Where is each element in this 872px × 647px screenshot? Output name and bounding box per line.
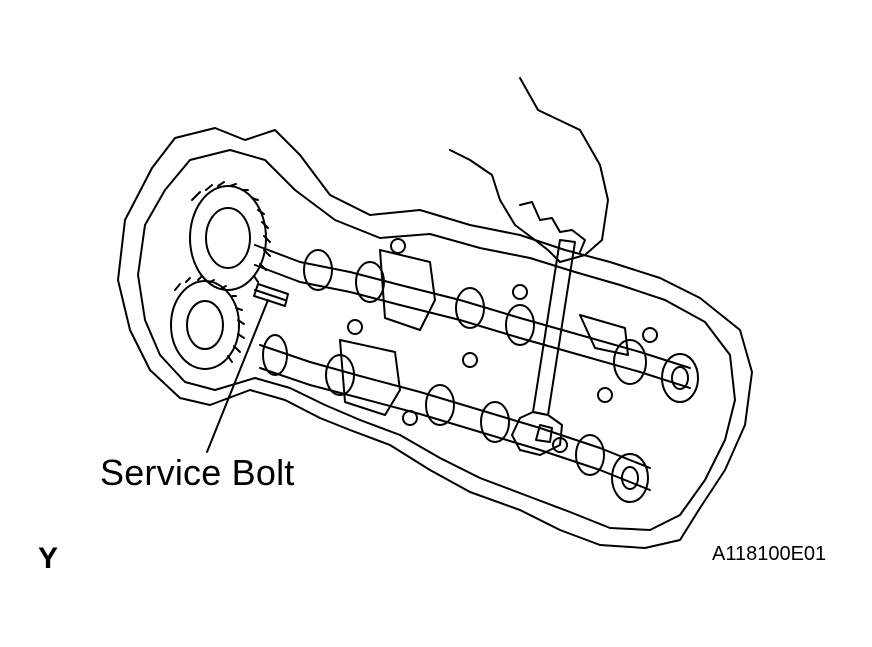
service-bolt-callout: Service Bolt	[100, 452, 295, 493]
timing-gear-housing	[170, 181, 271, 370]
hand	[449, 77, 609, 263]
camshaft-lower	[259, 334, 651, 503]
camshaft-upper	[254, 244, 699, 403]
bearing-caps	[339, 238, 658, 453]
cylinder-head-outline	[117, 127, 753, 549]
view-letter: Y	[38, 542, 59, 575]
figure-code: A118100E01	[712, 543, 827, 565]
service-bolt-leader-line	[206, 299, 269, 453]
service-bolt	[253, 283, 289, 307]
wrench	[511, 239, 576, 456]
